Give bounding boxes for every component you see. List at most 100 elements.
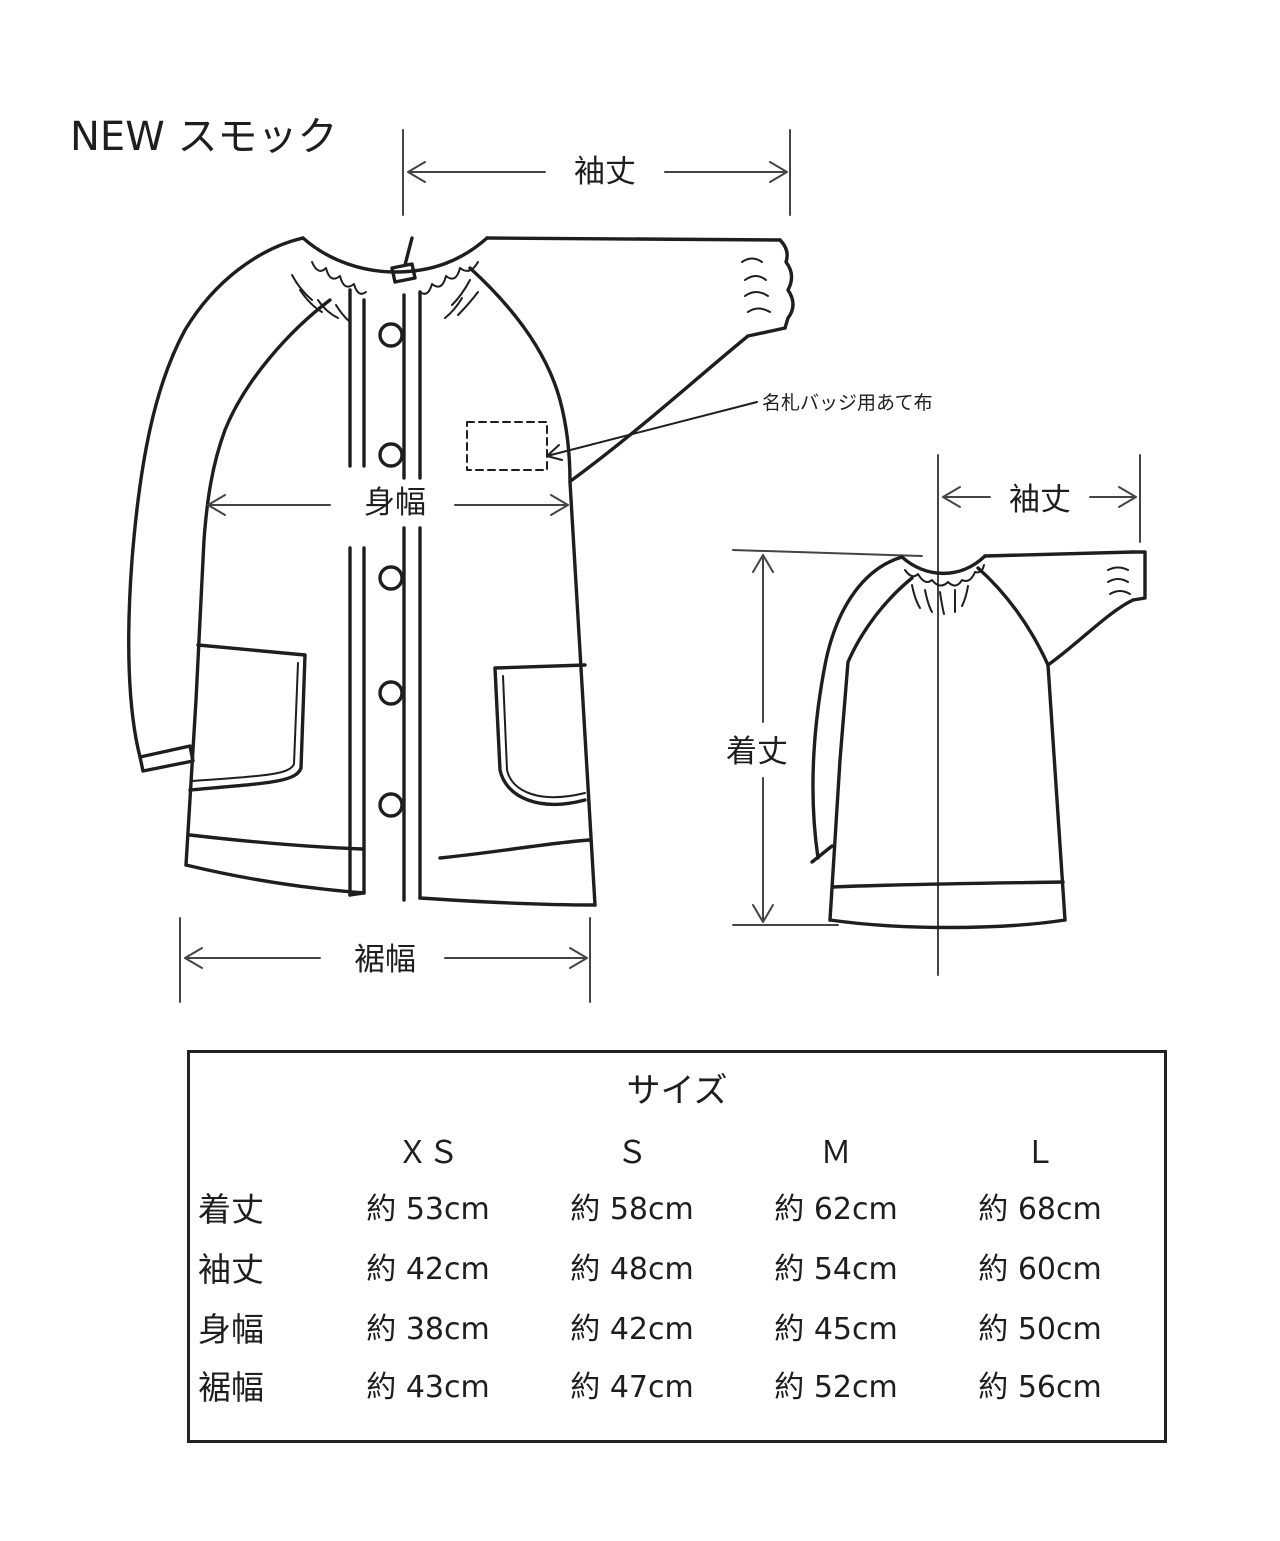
left-pocket [188, 643, 307, 792]
left-raglan-seam-and-side [184, 298, 332, 867]
front-smock-drawing [127, 236, 795, 907]
name-badge-callout: 名札バッジ用あて布 [546, 392, 933, 461]
left-cuff [138, 744, 195, 773]
row-label: 裾幅 [198, 1368, 264, 1407]
back-left-sleeve-outline [811, 555, 904, 860]
table-row: 裾幅 約 43cm 約 47cm 約 52cm 約 56cm [190, 1363, 1164, 1413]
table-cell: 約 54cm [774, 1252, 898, 1287]
back-sleeve-length-label: 袖丈 [1009, 482, 1071, 518]
back-sleeve-length-dimension: 袖丈 [937, 454, 1141, 976]
table-cell: 約 43cm [366, 1370, 490, 1405]
table-cell: 約 62cm [774, 1192, 898, 1227]
front-sleeve-length-dimension: 袖丈 [402, 129, 791, 216]
table-cell: 約 60cm [978, 1252, 1102, 1287]
back-left-cuff [810, 844, 834, 864]
right-sleeve-top [485, 236, 782, 242]
table-row: 袖丈 約 42cm 約 48cm 約 54cm 約 60cm [190, 1245, 1164, 1295]
table-cell: 約 50cm [978, 1312, 1102, 1347]
size-header-l: Ｌ [1024, 1135, 1056, 1171]
dimension-arrow-bottom [752, 777, 774, 923]
back-collar-ruffle [904, 564, 985, 587]
table-cell: 約 58cm [570, 1192, 694, 1227]
front-body-width-dimension: 身幅 [207, 485, 569, 521]
back-right-sleeve-top [983, 550, 1135, 558]
dimension-arrow-left [942, 486, 991, 508]
dimension-arrow-right [444, 947, 588, 969]
table-cell: 約 38cm [366, 1312, 490, 1347]
back-hem-band-top [831, 880, 1065, 889]
front-hem-width-label: 裾幅 [354, 942, 416, 978]
right-pocket [493, 663, 587, 806]
dimension-arrow-top [752, 554, 774, 723]
page-title: NEW スモック [70, 114, 337, 160]
callout-leader-line [546, 401, 758, 461]
dimension-arrow-left [207, 494, 331, 516]
front-hem-width-dimension: 裾幅 [179, 917, 591, 1003]
table-cell: 約 52cm [774, 1370, 898, 1405]
table-cell: 約 53cm [366, 1192, 490, 1227]
back-neckline [900, 554, 987, 575]
smock-diagram: NEW スモック 袖丈 [70, 114, 1147, 1003]
right-sleeve-bottom [570, 326, 787, 482]
left-sleeve-outline [127, 236, 305, 759]
right-collar-ruffle [419, 261, 479, 295]
size-header-m: Ｍ [820, 1135, 852, 1171]
name-badge-patch-label: 名札バッジ用あて布 [762, 392, 933, 414]
right-body-side [568, 480, 597, 907]
right-cuff-gathers [741, 257, 771, 313]
table-cell: 約 42cm [570, 1312, 694, 1347]
back-right-cuff [1131, 550, 1147, 602]
table-cell: 約 48cm [570, 1252, 694, 1287]
size-table-title: サイズ [626, 1071, 728, 1111]
back-hem-bottom [828, 918, 1067, 930]
left-pocket-trim [191, 662, 299, 782]
dimension-arrow-right [1089, 486, 1137, 508]
back-right-cuff-gathers [1107, 566, 1131, 595]
back-left-raglan-and-side [828, 576, 914, 922]
hem-band-top [188, 833, 592, 860]
back-smock-drawing [810, 550, 1147, 930]
back-garment-length-label: 着丈 [726, 734, 788, 770]
dimension-arrow-left [184, 947, 321, 969]
button [378, 442, 404, 468]
table-cell: 約 68cm [978, 1192, 1102, 1227]
button [378, 680, 404, 706]
neckline [301, 236, 489, 274]
right-cuff-edge [778, 238, 795, 330]
row-label: 袖丈 [198, 1250, 264, 1289]
dimension-arrow-right [664, 161, 788, 183]
table-row: 着丈 約 53cm 約 58cm 約 62cm 約 68cm [190, 1185, 1164, 1235]
collar-gathers [291, 274, 479, 323]
size-header-s: Ｓ [616, 1135, 648, 1171]
right-raglan-seam [468, 266, 572, 484]
row-label: 着丈 [198, 1190, 264, 1229]
hem-bottom [184, 863, 597, 907]
right-pocket-trim [502, 675, 586, 799]
table-row: 身幅 約 38cm 約 42cm 約 45cm 約 50cm [190, 1305, 1164, 1355]
collar-tab [390, 236, 417, 284]
size-header-xs: ＸＳ [397, 1135, 459, 1171]
button [378, 792, 404, 818]
table-cell: 約 42cm [366, 1252, 490, 1287]
back-garment-length-dimension: 着丈 [726, 549, 923, 926]
size-table: サイズ ＸＳ Ｓ Ｍ Ｌ 着丈 約 53cm 約 58cm 約 62cm 約 6… [187, 1050, 1167, 1443]
row-label: 身幅 [198, 1310, 264, 1349]
dimension-arrow-left [407, 161, 546, 183]
front-sleeve-length-label: 袖丈 [574, 154, 636, 190]
front-body-width-label: 身幅 [364, 485, 426, 521]
button [378, 322, 404, 348]
dimension-arrow-right [454, 494, 569, 516]
button [378, 565, 404, 591]
back-right-side [1046, 663, 1067, 922]
left-collar-ruffle [311, 261, 367, 295]
size-header-row: ＸＳ Ｓ Ｍ Ｌ [190, 1128, 1164, 1178]
dimension-extension-line [732, 549, 923, 557]
back-right-sleeve-bottom [1046, 598, 1135, 667]
table-cell: 約 45cm [774, 1312, 898, 1347]
name-badge-patch [466, 421, 548, 471]
table-cell: 約 56cm [978, 1370, 1102, 1405]
back-collar-gathers [911, 584, 969, 615]
table-cell: 約 47cm [570, 1370, 694, 1405]
back-right-raglan-seam [976, 566, 1050, 667]
